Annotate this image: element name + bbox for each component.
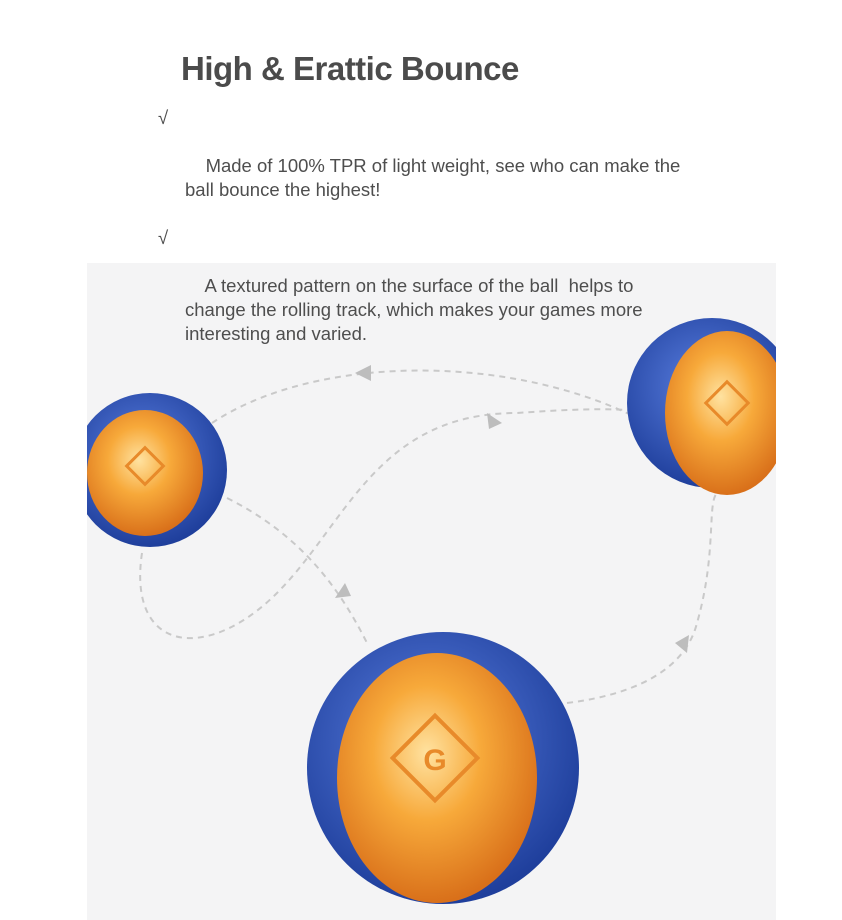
- check-icon: √: [158, 107, 169, 128]
- bouncing-balls-illustration: G: [87, 318, 776, 904]
- feature-list: √ Made of 100% TPR of light weight, see …: [158, 106, 680, 370]
- arrow-icon: [335, 583, 351, 598]
- feature-text: Made of 100% TPR of light weight, see wh…: [185, 155, 681, 200]
- arrow-icons: [335, 365, 689, 653]
- bounce-path: [139, 369, 718, 704]
- ball-right: [627, 318, 776, 495]
- product-illustration: G: [87, 263, 776, 920]
- ball-center: G: [307, 632, 579, 904]
- arrow-icon: [355, 365, 371, 381]
- svg-text:G: G: [423, 744, 446, 777]
- ball-left: [87, 393, 227, 547]
- feature-item: √ A textured pattern on the surface of t…: [158, 226, 680, 370]
- heading: High & Erattic Bounce: [181, 50, 519, 87]
- arrow-icon: [675, 635, 689, 653]
- feature-item: √ Made of 100% TPR of light weight, see …: [158, 106, 680, 226]
- arrow-icon: [487, 413, 502, 429]
- feature-text: A textured pattern on the surface of the…: [185, 275, 643, 344]
- check-icon: √: [158, 227, 169, 248]
